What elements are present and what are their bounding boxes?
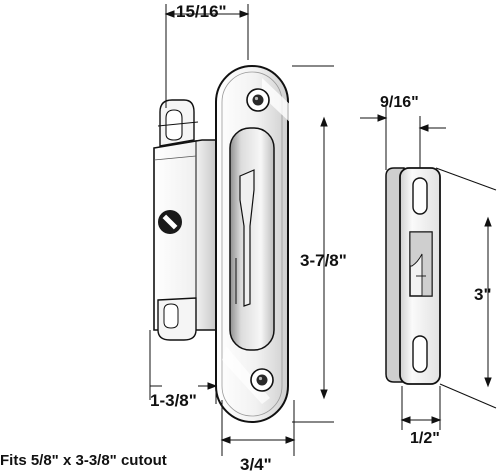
strike-assembly	[385, 167, 441, 385]
dim-latch-depth: 15/16"	[176, 2, 227, 21]
cutout-caption: Fits 5/8" x 3-3/8" cutout	[0, 452, 167, 469]
adjustment-screw-icon	[158, 210, 182, 234]
latch-housing-top-slot	[165, 109, 183, 141]
strike-bottom-slot	[412, 335, 428, 373]
bottom-screw-hole-icon	[250, 368, 274, 392]
dim-strike-width: 1/2"	[410, 430, 440, 447]
latch-recess	[229, 127, 275, 351]
dim-strike-depth: 9/16"	[380, 94, 419, 111]
latch-hook	[239, 169, 255, 307]
dim-strike-height: 3"	[474, 285, 492, 304]
dim-latch-backset: 1-3/8"	[150, 391, 197, 410]
strike-top-slot	[412, 177, 428, 215]
dim-latch-height: 3-7/8"	[300, 251, 347, 270]
dim-latch-width: 3/4"	[240, 455, 272, 474]
dimension-lines	[149, 4, 497, 456]
latch-assembly	[153, 65, 296, 423]
top-screw-hole-icon	[246, 88, 270, 112]
